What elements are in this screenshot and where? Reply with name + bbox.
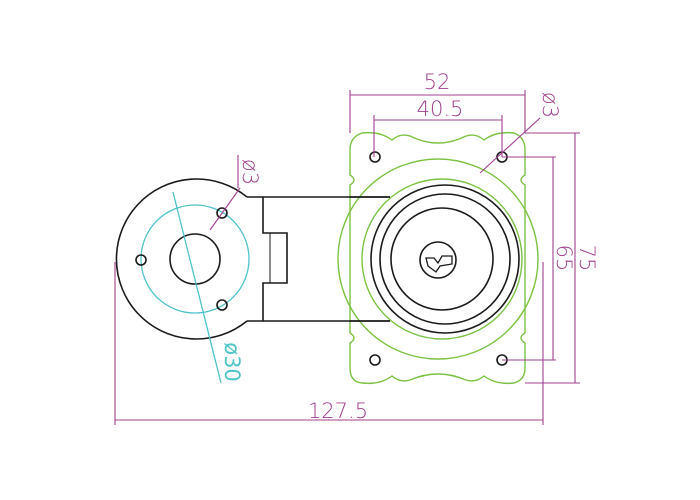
lock-face xyxy=(390,207,494,311)
dim-75-label: 75 xyxy=(575,245,599,272)
leader-hole-right xyxy=(479,117,541,174)
disc-hole xyxy=(216,299,228,311)
bolt-circle xyxy=(140,204,250,314)
keyhole-icon xyxy=(419,241,457,279)
leader-hole-left xyxy=(209,187,241,231)
mounting-plate xyxy=(337,131,539,385)
arm-body xyxy=(247,196,390,322)
dimensions: 52 40.5 127.5 75 65 ø3 ø3 ø30 xyxy=(114,70,599,425)
dim-bolt-circle-label: ø30 xyxy=(220,342,244,382)
dim-hole-right-label: ø3 xyxy=(538,92,562,118)
lock-outer-ring xyxy=(370,184,520,334)
hinge-slot xyxy=(269,232,288,284)
dim-hole-left-label: ø3 xyxy=(238,159,262,185)
bolt-circle-diameter-line xyxy=(172,191,222,384)
lock-ring xyxy=(379,193,511,325)
arm-hinge xyxy=(247,196,288,322)
disc-hole xyxy=(135,254,147,266)
dim-52-label: 52 xyxy=(424,70,451,94)
arm-edge-join xyxy=(350,196,390,322)
lock-cylinder xyxy=(370,184,520,334)
dim-65-label: 65 xyxy=(552,245,576,272)
disc-outline xyxy=(115,178,248,340)
disc-hole xyxy=(216,207,228,219)
left-disc xyxy=(115,178,250,384)
plate-outline xyxy=(349,131,526,385)
dim-40-5-label: 40.5 xyxy=(417,97,464,121)
mount-hole xyxy=(369,151,381,163)
plate-outer-ring xyxy=(337,158,539,360)
center-bore xyxy=(169,233,221,285)
plate-inner-ring xyxy=(361,178,523,340)
key-slot-icon xyxy=(425,255,453,273)
dim-127-5-label: 127.5 xyxy=(308,399,368,423)
mount-hole xyxy=(369,354,381,366)
